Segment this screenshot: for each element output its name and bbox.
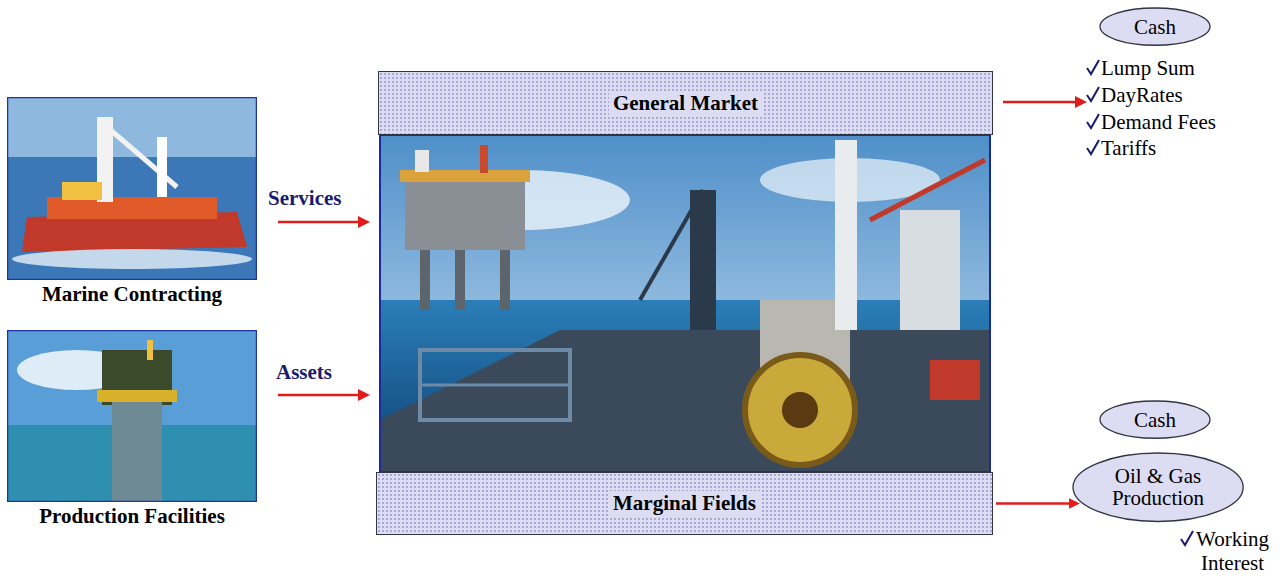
node-text: General Market (609, 91, 762, 116)
node-text: Cash (1134, 16, 1176, 38)
photo-illustration (7, 97, 257, 280)
cash-ellipse: Oil & Gas Production (1072, 452, 1244, 522)
market-band: Marginal Fields (376, 472, 993, 535)
text-label: Working Interest (1185, 527, 1280, 575)
text-label: Demand Fees (1101, 110, 1216, 135)
text-label: Tariffs (1101, 136, 1156, 161)
photo-tile: Marine Contracting (7, 97, 257, 309)
cash-ellipse: Cash (1099, 400, 1211, 439)
photo-tile: Production Facilities (7, 330, 257, 535)
market-band: General Market (378, 71, 993, 135)
photo-illustration (7, 330, 257, 502)
node-text: Cash (1134, 409, 1176, 431)
text-label: Lump Sum (1101, 56, 1195, 81)
text-label: Assets (276, 360, 332, 385)
node-text: Oil & Gas Production (1103, 465, 1213, 509)
text-label: Services (268, 186, 341, 211)
node-text: Marine Contracting (0, 282, 267, 307)
text-label: DayRates (1101, 83, 1183, 108)
flow-arrow (996, 498, 1080, 508)
node-text: Production Facilities (0, 504, 267, 529)
node-text: Marginal Fields (609, 491, 760, 516)
cash-ellipse: Cash (1099, 7, 1211, 46)
